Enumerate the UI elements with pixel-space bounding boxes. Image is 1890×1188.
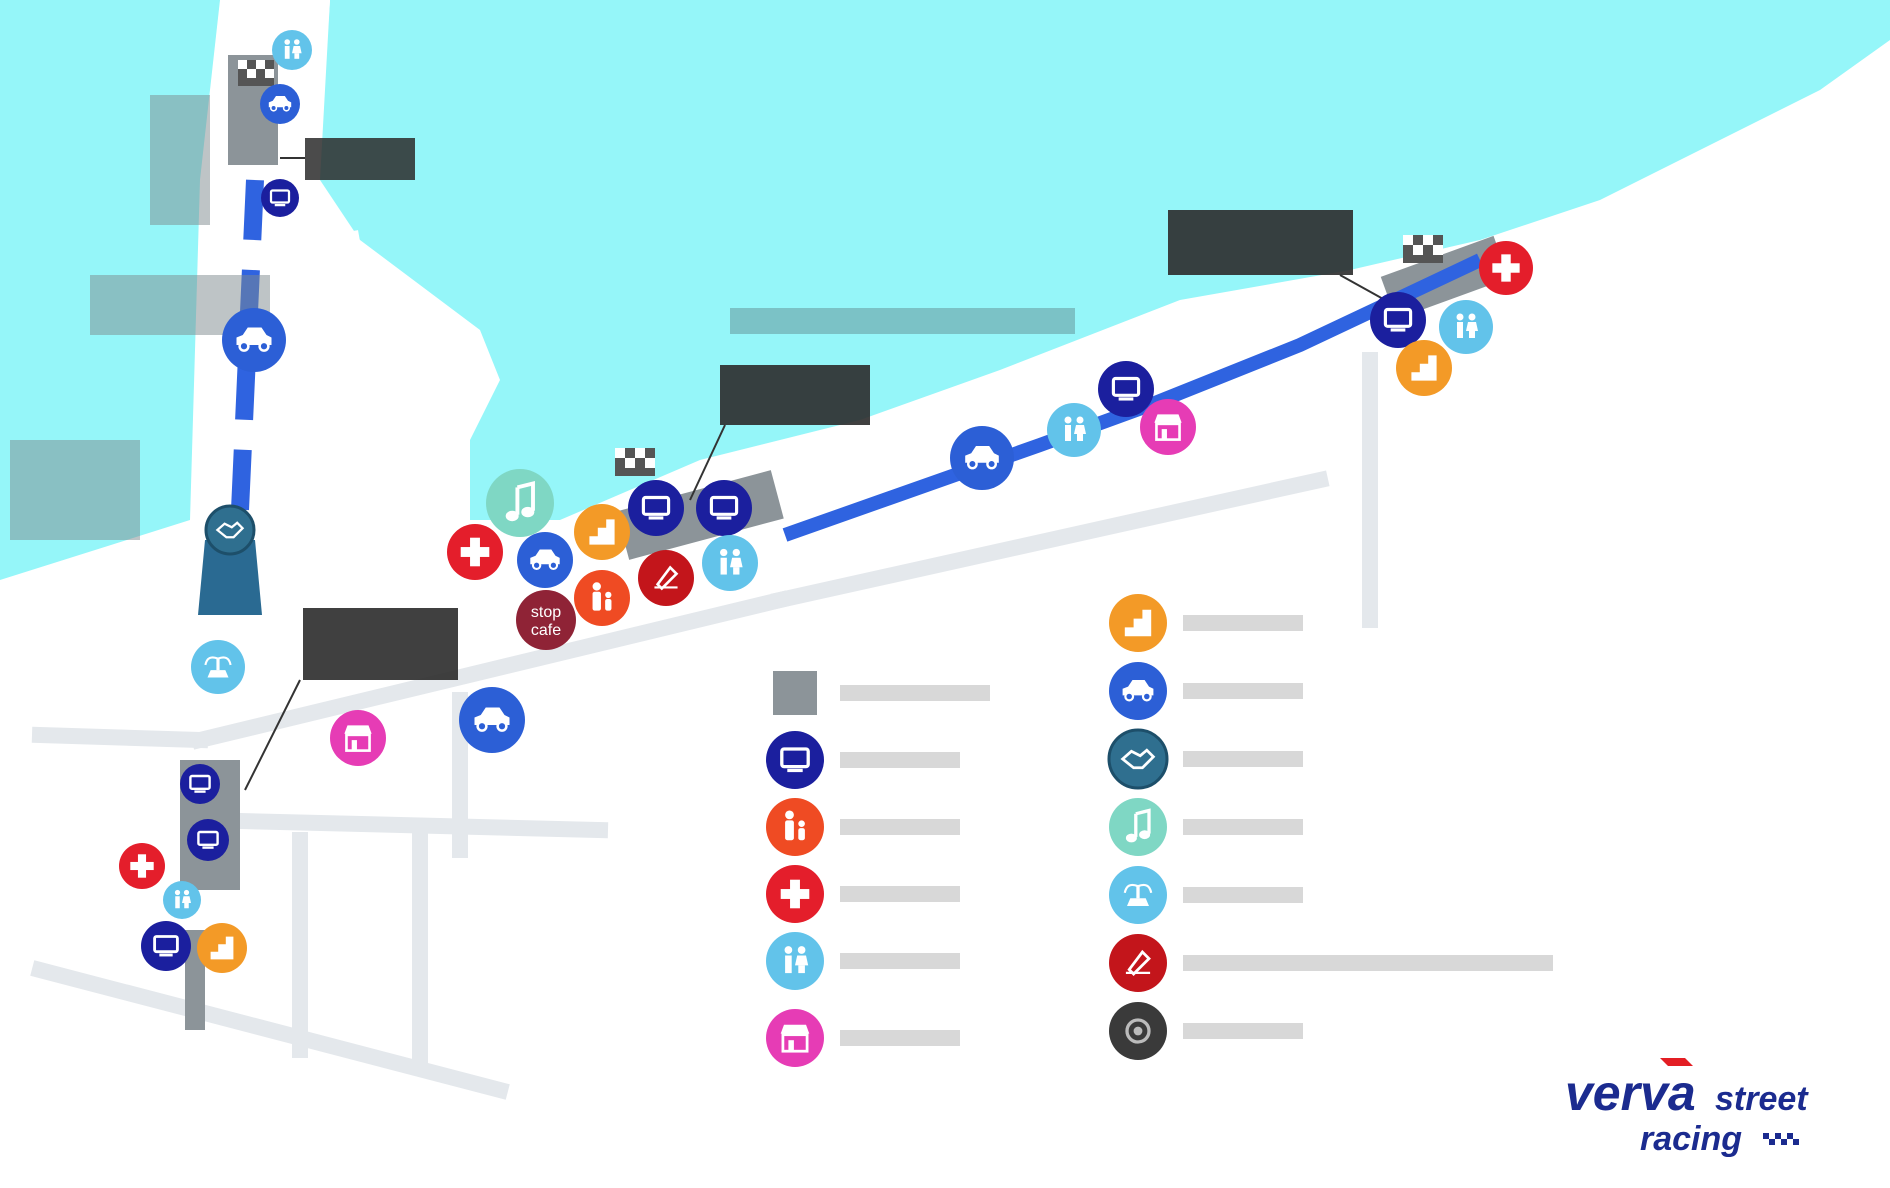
family-marker[interactable] [574, 570, 630, 626]
tire-marker[interactable] [1109, 1002, 1167, 1060]
sea-blurred-label [730, 308, 1075, 334]
stop-cafe-marker[interactable]: stop cafe [516, 590, 576, 650]
toilets-marker[interactable] [272, 30, 312, 70]
legend-label-blurred [840, 953, 960, 969]
music-note-marker[interactable] [486, 469, 554, 537]
checkered-flag-icon [615, 448, 655, 476]
monitor-marker[interactable] [261, 179, 299, 217]
legend-label-blurred [1183, 683, 1303, 699]
toilets-marker[interactable] [1047, 403, 1101, 457]
monitor-marker[interactable] [696, 480, 752, 536]
toilets-marker[interactable] [766, 932, 824, 990]
car-marker[interactable] [260, 84, 300, 124]
harbor-breakwater [346, 230, 386, 390]
car-marker[interactable] [1109, 662, 1167, 720]
brand-word-street: street [1715, 1080, 1809, 1118]
medical-cross-marker[interactable] [766, 865, 824, 923]
medical-cross-marker[interactable] [447, 524, 503, 580]
monitor-marker[interactable] [1098, 361, 1154, 417]
road-network [30, 352, 1378, 1100]
legend-label-blurred [1183, 955, 1553, 971]
legend-label-blurred [840, 752, 960, 768]
checkered-stripe-icon [1763, 1133, 1799, 1145]
monitor-marker[interactable] [180, 764, 220, 804]
fan-shop-marker[interactable] [330, 710, 386, 766]
label-box-east [1168, 210, 1386, 301]
monitor-marker[interactable] [628, 480, 684, 536]
sea-area-main [320, 0, 1890, 520]
route-end-marker [198, 540, 262, 615]
legend-label-blurred [840, 819, 960, 835]
car-marker[interactable] [950, 426, 1014, 490]
handshake-marker[interactable] [1107, 728, 1169, 790]
legend-label-blurred [840, 685, 990, 701]
monitor-marker[interactable] [187, 819, 229, 861]
legend-label-blurred [1183, 751, 1303, 767]
fan-shop-marker[interactable] [766, 1009, 824, 1067]
tribune-stairs-marker[interactable] [1396, 340, 1452, 396]
car-marker[interactable] [459, 687, 525, 753]
legend-label-blurred [1183, 819, 1303, 835]
tribune-stairs-marker[interactable] [197, 923, 247, 973]
monitor-marker[interactable] [141, 921, 191, 971]
tribune-stairs-marker[interactable] [1109, 594, 1167, 652]
fountain-marker[interactable] [1109, 866, 1167, 924]
family-marker[interactable] [766, 798, 824, 856]
toilets-marker[interactable] [1439, 300, 1493, 354]
checkered-flag-icon [238, 60, 274, 86]
monitor-marker[interactable] [1370, 292, 1426, 348]
music-note-marker[interactable] [1109, 798, 1167, 856]
legend-label-blurred [1183, 615, 1303, 631]
legend-label-blurred [840, 886, 960, 902]
brand-logo: verva street racing [1565, 1058, 1809, 1158]
pen-signature-marker[interactable] [1109, 934, 1167, 992]
brand-word-verva: verva [1565, 1065, 1696, 1121]
medical-cross-marker[interactable] [119, 843, 165, 889]
legend-label-blurred [1183, 1023, 1303, 1039]
car-marker[interactable] [517, 532, 573, 588]
legend [766, 594, 1553, 1067]
tribune-stairs-marker[interactable] [574, 504, 630, 560]
stop-cafe-line1: stop [531, 604, 561, 621]
race-route-dashed [231, 179, 264, 511]
legend-label-blurred [1183, 887, 1303, 903]
label-box-f1 [244, 608, 458, 791]
medical-cross-marker[interactable] [1479, 241, 1533, 295]
pen-signature-marker[interactable] [638, 550, 694, 606]
brand-word-racing: racing [1640, 1120, 1742, 1158]
legend-label-blurred [840, 1030, 960, 1046]
gray-square-marker[interactable] [773, 671, 817, 715]
label-box-center [689, 365, 870, 501]
monitor-marker[interactable] [766, 731, 824, 789]
car-marker[interactable] [222, 308, 286, 372]
checkered-flag-icon [1403, 235, 1443, 263]
label-box-north [280, 138, 415, 180]
toilets-marker[interactable] [702, 535, 758, 591]
toilets-marker[interactable] [163, 881, 201, 919]
handshake-marker[interactable] [204, 504, 256, 556]
fountain-marker[interactable] [191, 640, 245, 694]
stop-cafe-line2: cafe [531, 622, 561, 639]
fan-shop-marker[interactable] [1140, 399, 1196, 455]
